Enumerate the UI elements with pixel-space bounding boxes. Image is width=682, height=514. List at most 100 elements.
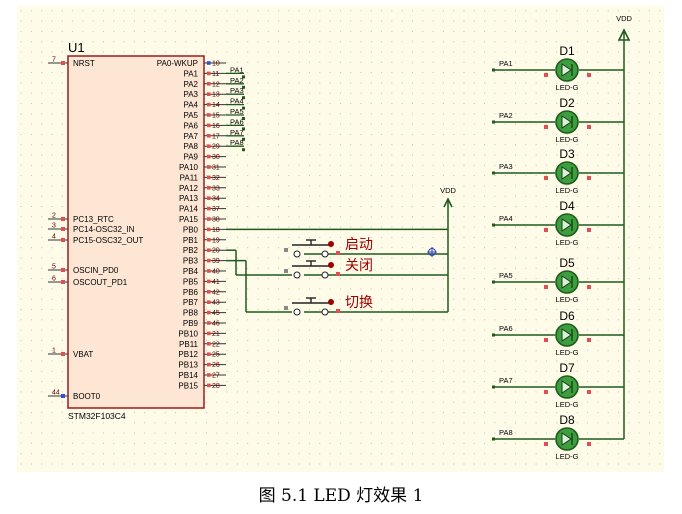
chip-right-pin-name: PB9 <box>183 319 199 328</box>
chip-part-label: STM32F103C4 <box>68 411 126 421</box>
chip-right-pin-number: 43 <box>212 300 220 307</box>
chip-left-pin-number: 4 <box>52 234 56 241</box>
led-ref-label: D1 <box>559 44 575 58</box>
chip-right-pin-number: 37 <box>212 206 220 213</box>
net-label-chip-side: PA5 <box>230 107 244 116</box>
chip-right-pin-name: PA3 <box>183 90 198 99</box>
led-net-label: PA3 <box>499 162 513 171</box>
led-pin-end-right <box>587 125 591 129</box>
led-pin-end-right <box>587 338 591 342</box>
chip-right-pin-number: 40 <box>212 269 220 276</box>
chip-right-pin-number: 20 <box>212 248 220 255</box>
led-wire-junction <box>492 68 495 72</box>
chip-right-pin-end <box>207 290 211 294</box>
led-pin-end-right <box>587 176 591 180</box>
chip-right-pin-name: PA1 <box>183 69 198 78</box>
chip-right-pin-end <box>207 206 211 211</box>
chip-right-pin-name: PA9 <box>183 153 198 162</box>
led-wire-junction <box>492 120 495 124</box>
chip-right-pin-end <box>207 154 211 159</box>
chip-left-pin-name: VBAT <box>73 350 93 359</box>
button-pin-end <box>336 309 340 313</box>
led-ref-label: D5 <box>559 256 575 270</box>
chip-left-pin-end <box>61 280 65 284</box>
chip-right-pin-end <box>207 144 211 148</box>
chip-right-pin-number: 34 <box>212 196 220 203</box>
chip-right-pin-end <box>207 134 211 138</box>
led-diode-triangle <box>561 380 572 394</box>
button-indicator-dot <box>328 262 334 268</box>
chip-left-pin-end <box>61 268 65 272</box>
chip-right-pin-end <box>207 352 211 356</box>
button-contact-left <box>293 250 301 258</box>
chip-left-pin-number: 5 <box>52 264 56 271</box>
led-part-label: LED-G <box>556 83 579 92</box>
chip-right-pin-number: 30 <box>212 154 220 161</box>
chip-right-pin-name: PB11 <box>179 340 199 349</box>
led-net-label: PA2 <box>499 111 513 120</box>
chip-right-pin-number: 21 <box>212 331 220 338</box>
net-label-chip-side: PA1 <box>230 65 244 74</box>
chip-left-pin-number: 44 <box>52 390 60 397</box>
button-label: 关闭 <box>345 258 373 274</box>
chip-right-pin-number: 25 <box>212 352 220 359</box>
chip-right-pin-name: PA12 <box>179 184 199 193</box>
chip-left-pin-end <box>61 238 65 242</box>
chip-left-pin-name: PC14-OSC32_IN <box>73 225 135 234</box>
chip-right-pin-end <box>207 321 211 325</box>
vdd-label-leds: VDD <box>616 14 632 23</box>
chip-right-pin-number: 27 <box>212 373 220 380</box>
chip-right-pin-name: PA7 <box>183 132 198 141</box>
chip-left-pin-number: 6 <box>52 276 56 283</box>
chip-right-pin-number: 16 <box>212 123 220 130</box>
chip-right-pin-end <box>207 165 211 169</box>
led-pin-end-right <box>587 73 591 77</box>
chip-right-pin-number: 33 <box>212 185 220 192</box>
chip-right-pin-name: PB15 <box>178 381 198 390</box>
chip-right-pin-name: PB1 <box>183 236 199 245</box>
chip-right-pin-end <box>207 383 211 388</box>
net-label-chip-side: PA7 <box>230 128 244 137</box>
led-pin-end-left <box>544 176 548 180</box>
chip-right-pin-name: PA11 <box>180 173 199 182</box>
led-net-label: PA5 <box>499 271 513 280</box>
chip-ref-label: U1 <box>68 40 85 55</box>
net-stub-junction <box>242 96 245 100</box>
led-diode-triangle <box>561 432 572 446</box>
chip-right-pin-number: 41 <box>212 279 220 286</box>
chip-right-pin-end <box>207 310 211 315</box>
chip-right-pin-end <box>207 342 211 346</box>
button-contact-right <box>321 271 329 279</box>
chip-right-pin-number: 18 <box>212 227 220 234</box>
led-diode-triangle <box>561 115 572 129</box>
chip-right-pin-number: 17 <box>212 133 220 140</box>
led-pin-end-right <box>587 228 591 232</box>
led-pin-end-right <box>587 390 591 394</box>
chip-right-pin-end <box>207 300 211 304</box>
chip-right-pin-name: PA14 <box>179 205 199 214</box>
led-diode-triangle <box>561 166 572 180</box>
chip-right-pin-name: PB7 <box>183 298 199 307</box>
chip-right-pin-end <box>207 269 211 273</box>
mcu-chip-body <box>67 55 205 409</box>
button-contact-right <box>321 250 329 258</box>
chip-right-pin-end <box>207 217 211 221</box>
button-pin-marker <box>284 306 288 310</box>
led-net-label: PA4 <box>499 214 513 223</box>
chip-right-pin-end <box>207 279 211 284</box>
chip-right-pin-name: PB3 <box>183 257 199 266</box>
led-net-label: PA6 <box>499 324 513 333</box>
button-contact-right <box>321 308 329 316</box>
net-label-chip-side: PA3 <box>230 86 244 95</box>
led-ref-label: D8 <box>559 413 575 427</box>
chip-right-pin-number: 42 <box>212 289 220 296</box>
chip-right-pin-number: 28 <box>212 383 220 390</box>
led-part-label: LED-G <box>556 135 579 144</box>
led-wire-junction <box>492 385 495 389</box>
led-net-label: PA7 <box>499 376 513 385</box>
figure-caption: 图 5.1 LED 灯效果 1 <box>258 486 424 506</box>
chip-left-pin-name: OSCOUT_PD1 <box>73 278 128 287</box>
net-label-chip-side: PA8 <box>230 138 244 147</box>
led-ref-label: D3 <box>559 147 575 161</box>
chip-right-pin-number: 38 <box>212 217 220 224</box>
